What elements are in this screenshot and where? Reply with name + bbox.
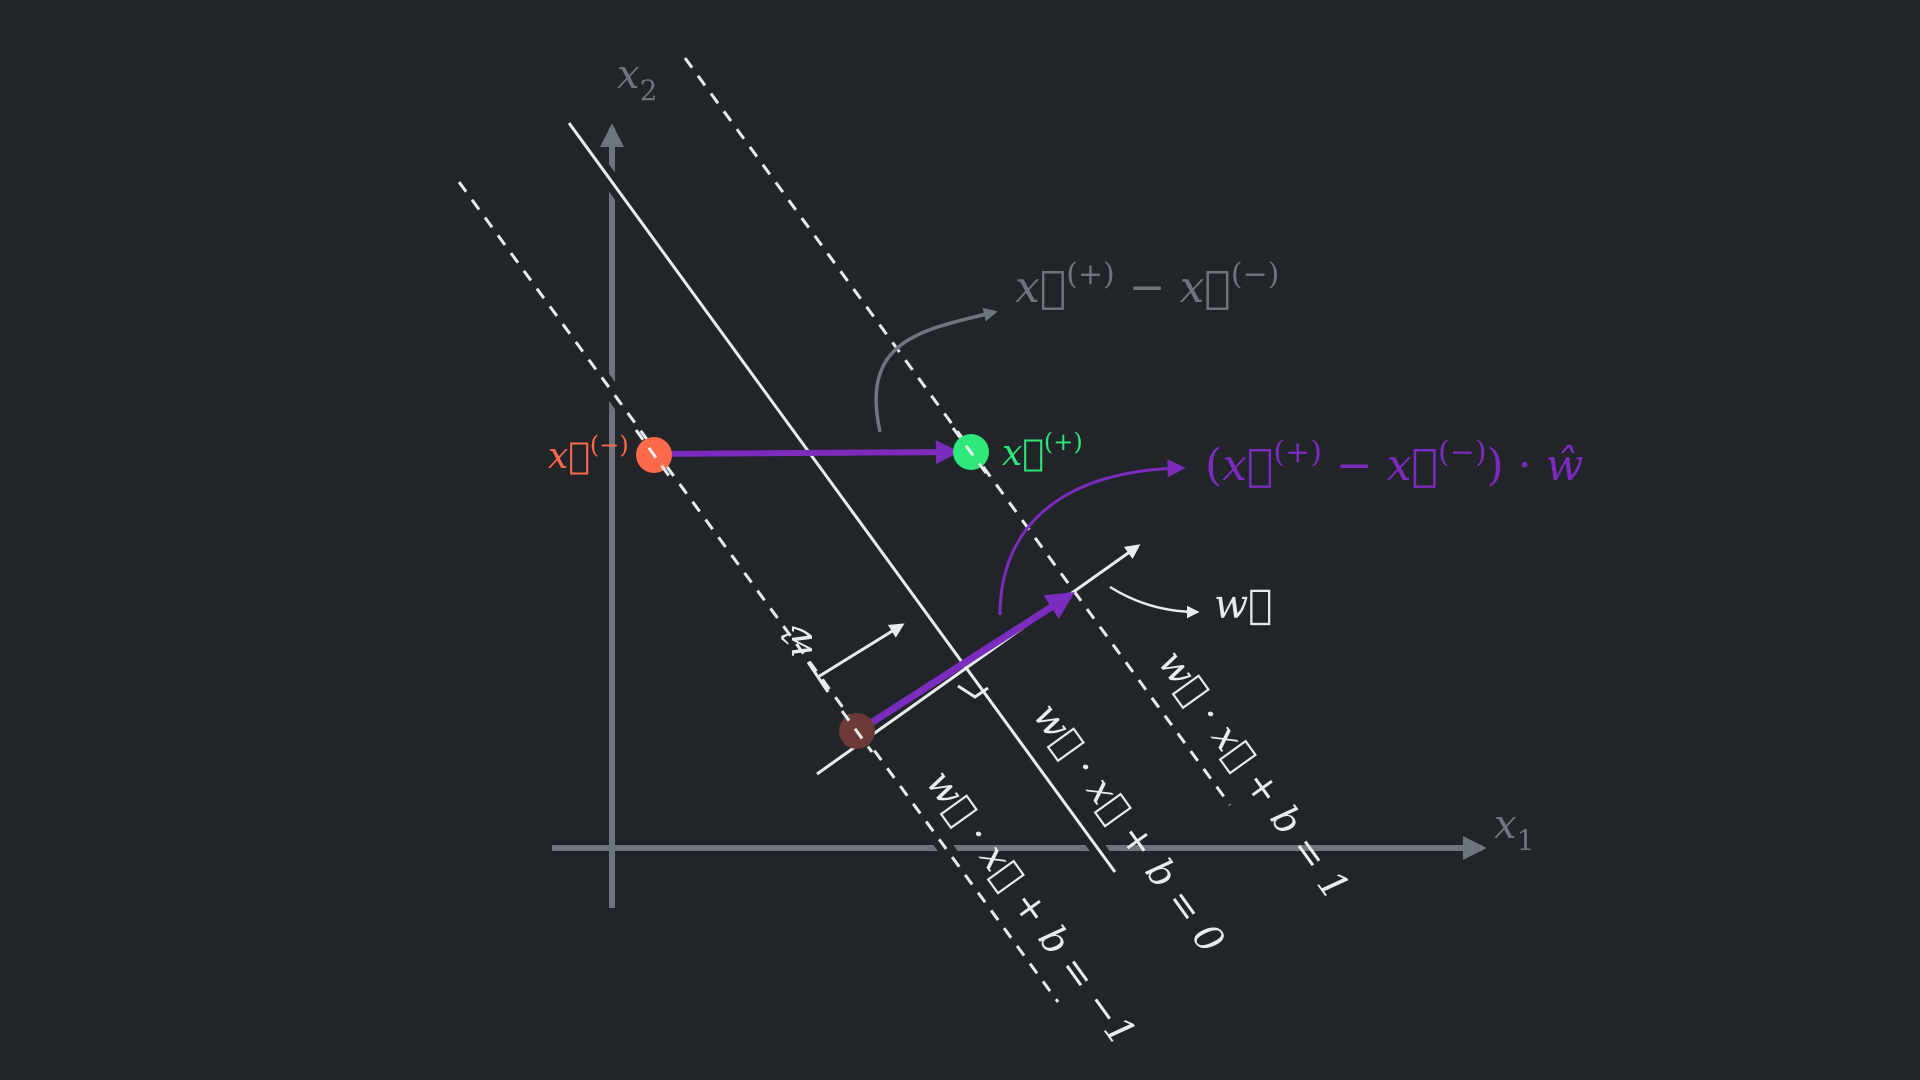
- w-hat-vector: [806, 623, 905, 693]
- projection-label: (x⃗(+) − x⃗(−)) · ŵ: [1205, 435, 1583, 491]
- difference-vector: [653, 440, 960, 465]
- w-vector-label: w⃗: [1214, 582, 1272, 628]
- negative-point-label: x⃗(−): [548, 431, 629, 477]
- w-hat-label: ŵ: [777, 625, 821, 658]
- right-angle-mark: [957, 684, 989, 699]
- x-axis-label: x1: [1494, 802, 1534, 857]
- w-callout-arrow: [1109, 585, 1200, 619]
- projection-callout-arrow: [998, 459, 1186, 616]
- positive-point-label: x⃗(+): [1002, 428, 1083, 474]
- difference-callout-arrow: [874, 307, 998, 433]
- decision-boundary-line: [562, 118, 1122, 877]
- projection-vector: [855, 591, 1075, 735]
- negative-margin-line: [452, 177, 1065, 1007]
- difference-label: x⃗(+) − x⃗(−): [1015, 257, 1279, 313]
- positive-margin-line: [678, 53, 1237, 810]
- y-axis-label: x2: [617, 52, 657, 107]
